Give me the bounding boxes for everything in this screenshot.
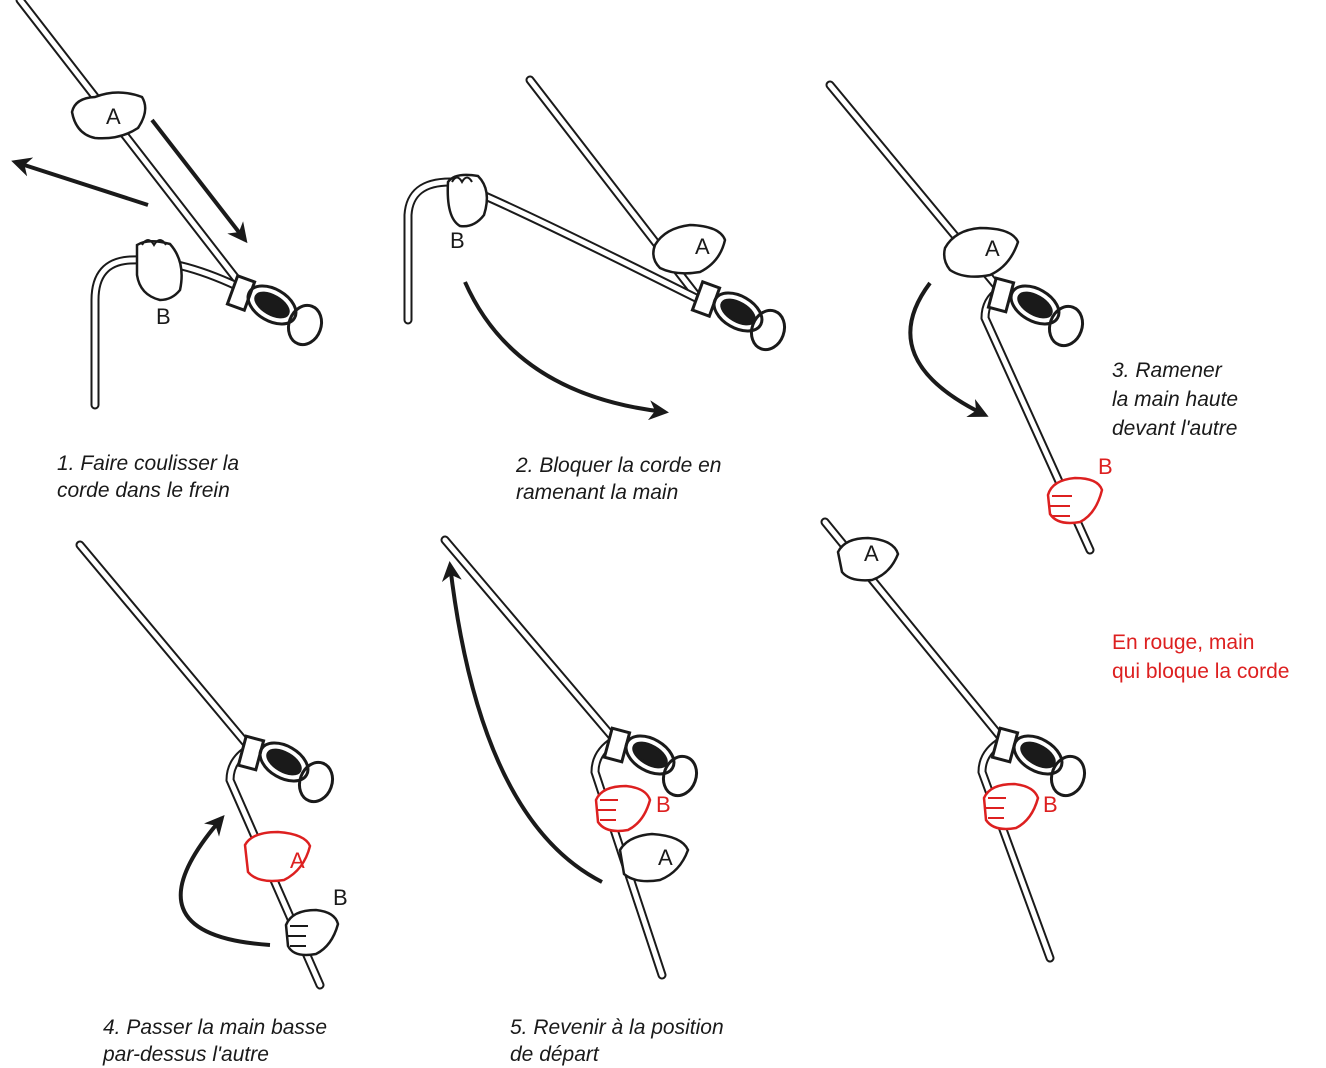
caption-line: devant l'autre — [1112, 414, 1238, 443]
panel-4: A B — [80, 545, 348, 985]
caption-line: 2. Bloquer la corde en — [516, 452, 721, 479]
panel-3: A B — [830, 85, 1113, 550]
hand-icon: A — [944, 228, 1018, 277]
caption-line: 5. Revenir à la position — [510, 1014, 724, 1041]
hand-icon: A — [245, 832, 310, 881]
hand-icon: A — [653, 225, 725, 273]
caption-line: 4. Passer la main basse — [103, 1014, 327, 1041]
hand-icon: B — [596, 786, 671, 831]
hand-label-b: B — [450, 228, 465, 253]
panel-1: A B — [15, 0, 327, 405]
caption-line: corde dans le frein — [57, 477, 239, 504]
caption-line: 3. Ramener — [1112, 356, 1238, 385]
arrow-icon — [450, 565, 602, 882]
arrow-icon — [910, 283, 985, 415]
caption-line: la main haute — [1112, 385, 1238, 414]
arrow-icon — [15, 162, 148, 205]
caption-line: ramenant la main — [516, 479, 721, 506]
carabiner-icon — [707, 285, 789, 354]
hand-label-a: A — [290, 848, 305, 873]
hand-label-b: B — [333, 885, 348, 910]
carabiner-icon — [241, 278, 326, 349]
hand-label-b: B — [156, 304, 171, 329]
hand-label-a: A — [658, 845, 673, 870]
panel-final: A B — [825, 522, 1090, 958]
hand-icon: B — [286, 885, 348, 955]
caption-step-3: 3. Ramener la main haute devant l'autre — [1112, 356, 1238, 443]
arrow-icon — [465, 282, 665, 412]
hand-icon: B — [984, 784, 1058, 829]
legend-line: qui bloque la corde — [1112, 657, 1289, 686]
hand-icon: A — [838, 538, 898, 580]
caption-step-1: 1. Faire coulisser la corde dans le frei… — [57, 450, 239, 504]
caption-step-4: 4. Passer la main basse par-dessus l'aut… — [103, 1014, 327, 1068]
hand-label-b: B — [1098, 454, 1113, 479]
hand-label-a: A — [106, 104, 121, 129]
hand-label-a: A — [985, 236, 1000, 261]
caption-line: de départ — [510, 1041, 724, 1068]
carabiner-icon — [253, 735, 337, 806]
arrow-icon — [152, 120, 245, 240]
hand-label-b: B — [1043, 792, 1058, 817]
hand-label-b: B — [656, 792, 671, 817]
hand-icon: A — [72, 93, 145, 139]
caption-step-5: 5. Revenir à la position de départ — [510, 1014, 724, 1068]
hand-icon: A — [620, 834, 688, 881]
panel-5: B A — [445, 540, 702, 975]
hand-icon: B — [1048, 454, 1113, 523]
caption-step-2: 2. Bloquer la corde en ramenant la main — [516, 452, 721, 506]
hand-label-a: A — [864, 541, 879, 566]
rope-icon — [20, 0, 245, 405]
hand-label-a: A — [695, 234, 710, 259]
panel-2: B A — [408, 80, 790, 412]
legend-red-hand: En rouge, main qui bloque la corde — [1112, 628, 1289, 686]
caption-line: par-dessus l'autre — [103, 1041, 327, 1068]
hand-icon: B — [137, 240, 182, 329]
caption-line: 1. Faire coulisser la — [57, 450, 239, 477]
hand-icon: B — [448, 175, 487, 253]
carabiner-icon — [1004, 278, 1087, 350]
legend-line: En rouge, main — [1112, 628, 1289, 657]
